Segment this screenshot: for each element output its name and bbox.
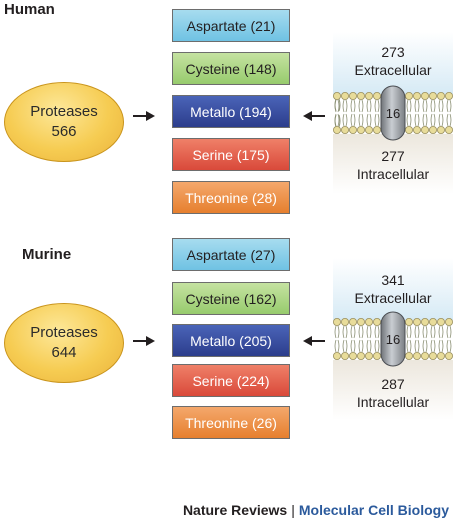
extracellular-info-murine: 341 Extracellular (333, 271, 453, 307)
class-aspartate-murine: Aspartate (27) (172, 238, 290, 271)
class-threonine-murine: Threonine (26) (172, 406, 290, 439)
arrow-right-icon (133, 111, 155, 121)
proteases-count: 644 (51, 344, 77, 361)
intracellular-info-murine: 287 Intracellular (333, 375, 453, 411)
extracellular-label: Extracellular (354, 290, 432, 306)
credit-separator: | (291, 502, 295, 518)
proteases-total-murine: Proteases 644 (4, 303, 124, 383)
class-cysteine-murine: Cysteine (162) (172, 282, 290, 315)
arrow-left-icon (303, 111, 325, 121)
arrow-left-icon (303, 336, 325, 346)
membrane-diagram-murine: 16 (333, 258, 453, 420)
class-cysteine-human: Cysteine (148) (172, 52, 290, 85)
membrane-diagram-human: 16 (333, 32, 453, 194)
class-metallo-murine: Metallo (205) (172, 324, 290, 357)
class-serine-human: Serine (175) (172, 138, 290, 171)
extracellular-info-human: 273 Extracellular (333, 43, 453, 79)
journal-name: Nature Reviews (182, 502, 288, 518)
proteases-label: Proteases (30, 324, 98, 341)
section-title-human: Human (4, 1, 55, 18)
class-serine-murine: Serine (224) (172, 364, 290, 397)
proteases-total-human: Proteases 566 (4, 82, 124, 162)
intracellular-count: 287 (381, 376, 405, 392)
proteases-label: Proteases (30, 103, 98, 120)
extracellular-label: Extracellular (354, 62, 432, 78)
journal-credit: Nature Reviews|Molecular Cell Biology (183, 502, 449, 518)
intracellular-label: Intracellular (356, 166, 430, 182)
arrow-right-icon (133, 336, 155, 346)
proteases-count: 566 (51, 123, 77, 140)
intracellular-count: 277 (381, 148, 405, 164)
journal-subject: Molecular Cell Biology (298, 502, 449, 518)
class-metallo-human: Metallo (194) (172, 95, 290, 128)
extracellular-count: 273 (381, 44, 405, 60)
section-title-murine: Murine (22, 246, 72, 263)
intracellular-label: Intracellular (356, 394, 430, 410)
transmembrane-count-murine: 16 (386, 332, 400, 347)
intracellular-info-human: 277 Intracellular (333, 147, 453, 183)
class-aspartate-human: Aspartate (21) (172, 9, 290, 42)
transmembrane-count-human: 16 (386, 106, 400, 121)
class-threonine-human: Threonine (28) (172, 181, 290, 214)
extracellular-count: 341 (381, 272, 405, 288)
